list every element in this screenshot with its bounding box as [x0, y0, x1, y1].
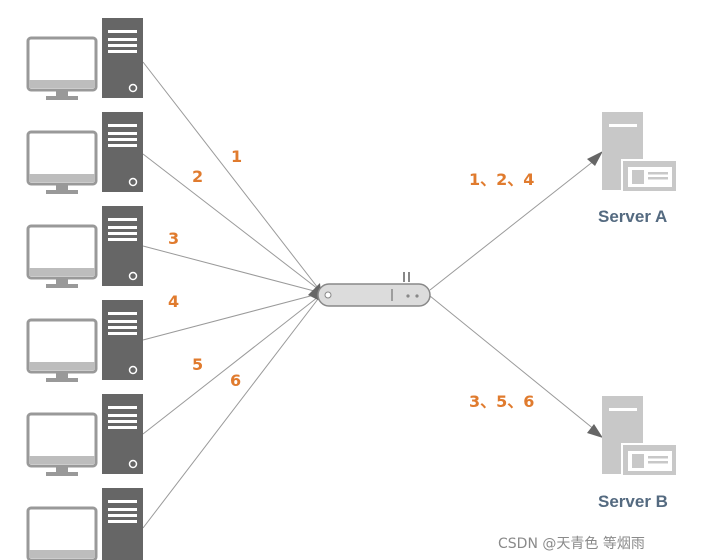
server-b-requests-label: 3、5、6	[469, 392, 534, 411]
client-row-2	[26, 112, 143, 194]
request-label-1: 1	[231, 147, 242, 166]
client-row-5	[26, 394, 143, 476]
client-row-6	[26, 488, 143, 560]
connection-line-server-b	[429, 295, 596, 431]
request-label-4: 4	[168, 292, 179, 311]
client-connection-lines	[142, 61, 319, 529]
load-balancer	[317, 272, 431, 307]
monitor-icon	[26, 506, 98, 560]
tower-server-icon	[102, 300, 143, 380]
request-label-2: 2	[192, 167, 203, 186]
switch-icon	[317, 272, 431, 307]
server-with-window-icon	[602, 396, 678, 477]
monitor-icon	[26, 318, 98, 382]
server-with-window-icon	[602, 112, 678, 193]
server-a-requests-label: 1、2、4	[469, 170, 534, 189]
tower-server-icon	[102, 112, 143, 192]
request-label-6: 6	[230, 371, 241, 390]
connection-line-client-5	[142, 296, 319, 435]
tower-server-icon	[102, 206, 143, 286]
connection-line-client-2	[142, 153, 319, 290]
client-row-1	[26, 18, 143, 100]
connection-line-client-4	[142, 293, 319, 341]
tower-server-icon	[102, 394, 143, 474]
client-row-4	[26, 300, 143, 382]
arrowhead-server-b	[587, 424, 603, 438]
server-a-label: Server A	[598, 207, 667, 226]
monitor-icon	[26, 36, 98, 100]
server-connection-lines	[429, 159, 596, 431]
connection-line-client-3	[142, 245, 319, 293]
arrowhead-server-a	[587, 151, 603, 166]
monitor-icon	[26, 412, 98, 476]
server-b-label: Server B	[598, 492, 668, 511]
connection-line-client-1	[142, 61, 319, 289]
tower-server-icon	[102, 18, 143, 98]
server-b-node	[602, 396, 678, 477]
tower-server-icon	[102, 488, 143, 560]
server-a-node	[602, 112, 678, 193]
watermark-text: CSDN @天青色 等烟雨	[498, 535, 645, 552]
request-label-5: 5	[192, 355, 203, 374]
client-row-3	[26, 206, 143, 288]
connection-line-server-a	[429, 159, 596, 291]
connection-line-client-6	[142, 298, 319, 529]
monitor-icon	[26, 224, 98, 288]
request-label-3: 3	[168, 229, 179, 248]
monitor-icon	[26, 130, 98, 194]
